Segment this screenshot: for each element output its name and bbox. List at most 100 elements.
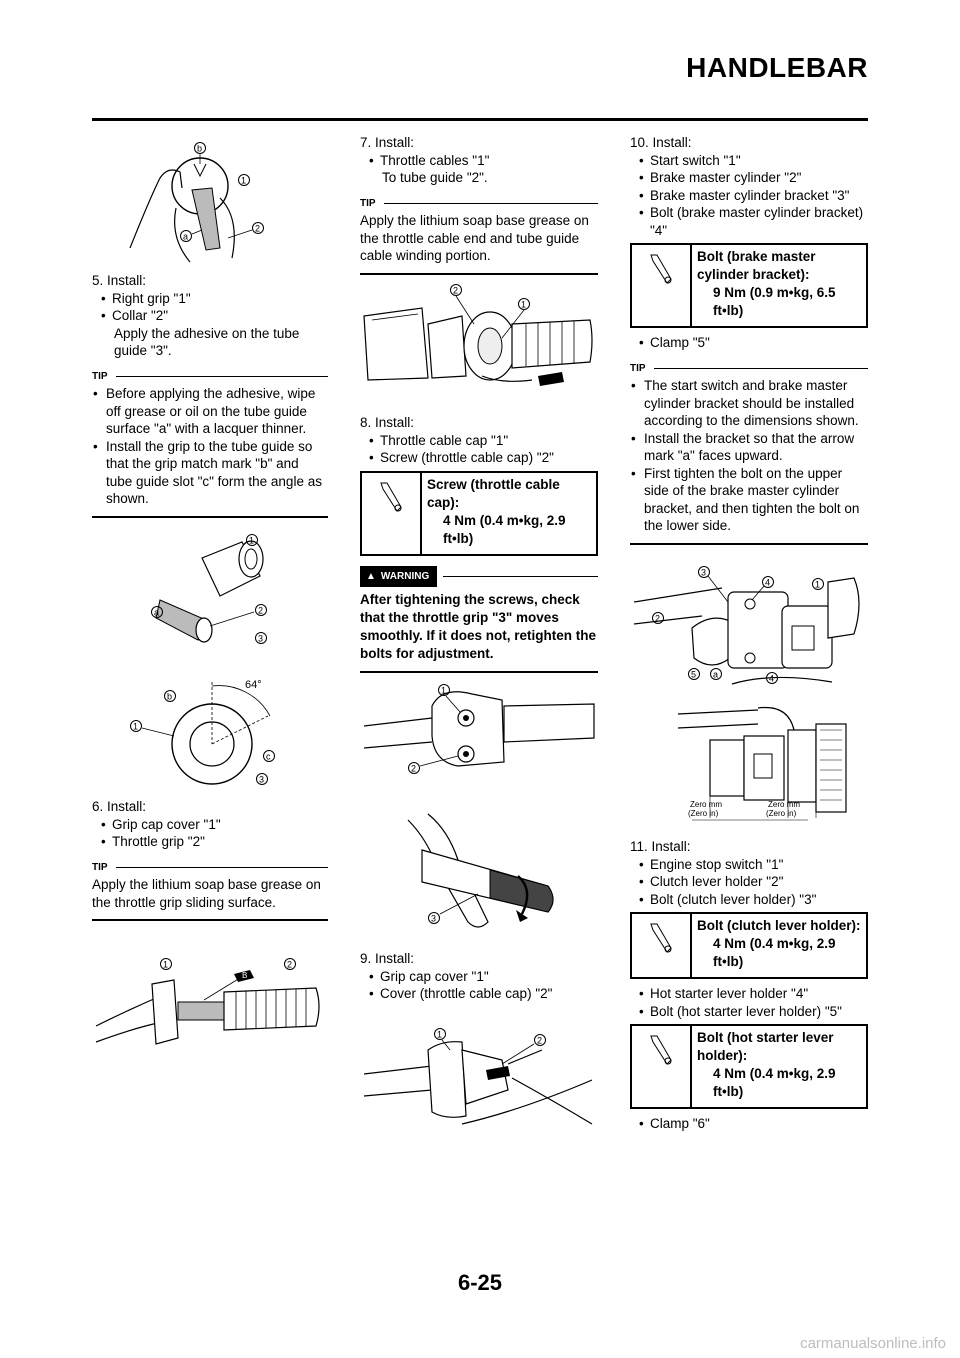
zero-label-left: Zero mm bbox=[690, 800, 722, 809]
spec-value: 4 Nm (0.4 m•kg, 2.9 ft•lb) bbox=[443, 512, 566, 546]
torque-spec: Bolt (brake master cylinder bracket): 9 … bbox=[630, 243, 868, 328]
figure-brake-master-cylinder: 3 4 1 2 5 a 4 bbox=[633, 566, 860, 685]
svg-text:2: 2 bbox=[655, 614, 660, 624]
step-7-item: Throttle cables "1" bbox=[360, 152, 598, 170]
tip-text: Apply the lithium soap base grease on th… bbox=[92, 877, 321, 910]
step-5-item: Right grip "1" bbox=[92, 290, 328, 308]
svg-text:2: 2 bbox=[411, 764, 416, 774]
step-10-item: Start switch "1" bbox=[630, 152, 868, 170]
tip-end-rule bbox=[360, 272, 598, 275]
figure-throttle-grip-rotation: 3 bbox=[407, 813, 554, 928]
header-rule bbox=[92, 118, 868, 121]
tip-item: Install the bracket so that the arrow ma… bbox=[630, 430, 868, 465]
svg-text:a: a bbox=[154, 608, 159, 618]
step-8-item: Throttle cable cap "1" bbox=[360, 432, 598, 450]
warning-icon: ▲ bbox=[366, 570, 376, 582]
svg-text:1: 1 bbox=[815, 580, 820, 590]
tip-end-rule bbox=[92, 515, 328, 518]
step-11: 11. Install: bbox=[630, 839, 691, 854]
torque-spec: Screw (throttle cable cap): 4 Nm (0.4 m•… bbox=[360, 470, 598, 556]
step-9-item: Grip cap cover "1" bbox=[360, 968, 598, 986]
svg-text:2: 2 bbox=[287, 960, 292, 970]
step-11-item: Clamp "6" bbox=[630, 1115, 868, 1133]
spec-name: Screw (throttle cable cap): bbox=[427, 476, 560, 510]
tip-heading: TIP bbox=[630, 360, 868, 378]
svg-text:1: 1 bbox=[521, 300, 526, 310]
figure-grip-end-view: b 1 2 a bbox=[129, 142, 264, 263]
step-7-note: To tube guide "2". bbox=[382, 170, 488, 185]
step-5: 5. Install: bbox=[92, 273, 147, 288]
torque-wrench-icon bbox=[362, 472, 422, 554]
step-8: 8. Install: bbox=[360, 415, 415, 430]
figure-throttle-cap-screws: 1 2 bbox=[363, 684, 595, 774]
torque-spec: Bolt (clutch lever holder): 4 Nm (0.4 m•… bbox=[630, 912, 868, 979]
page-title: HANDLEBAR bbox=[686, 52, 868, 83]
column-2-lower: 9. Install: Grip cap cover "1" Cover (th… bbox=[360, 950, 598, 1003]
column-2: 7. Install: Throttle cables "1" To tube … bbox=[360, 134, 598, 275]
warning-heading: ▲WARNING bbox=[360, 565, 598, 587]
svg-text:2: 2 bbox=[537, 1036, 542, 1046]
svg-text:a: a bbox=[713, 670, 718, 680]
step-11-item: Engine stop switch "1" bbox=[630, 856, 868, 874]
svg-text:1: 1 bbox=[133, 722, 138, 732]
svg-text:1: 1 bbox=[437, 1030, 442, 1040]
column-2-middle: 8. Install: Throttle cable cap "1" Screw… bbox=[360, 414, 598, 673]
step-10-item: Brake master cylinder bracket "3" bbox=[630, 187, 868, 205]
tip-item: First tighten the bolt on the upper side… bbox=[630, 465, 868, 535]
figure-grip-and-collar: 1 2 3 a bbox=[151, 534, 267, 644]
step-8-item: Screw (throttle cable cap) "2" bbox=[360, 449, 598, 467]
column-1-lower: 6. Install: Grip cap cover "1" Throttle … bbox=[92, 798, 328, 921]
spec-value: 9 Nm (0.9 m•kg, 6.5 ft•lb) bbox=[713, 285, 836, 318]
svg-text:2: 2 bbox=[258, 606, 263, 616]
torque-wrench-icon bbox=[632, 245, 692, 326]
tip-text: Apply the lithium soap base grease on th… bbox=[360, 213, 589, 263]
figure-bracket-dimensions: Zero mm (Zero in) Zero mm (Zero in) bbox=[677, 706, 847, 821]
step-6-item: Grip cap cover "1" bbox=[92, 816, 328, 834]
column-1: 5. Install: Right grip "1" Collar "2" Ap… bbox=[92, 272, 328, 518]
svg-text:3: 3 bbox=[701, 568, 706, 578]
svg-text:1: 1 bbox=[441, 686, 446, 696]
grease-mark: B bbox=[242, 971, 247, 980]
svg-text:3: 3 bbox=[258, 634, 263, 644]
spec-value: 4 Nm (0.4 m•kg, 2.9 ft•lb) bbox=[713, 936, 836, 969]
step-10-item: Brake master cylinder "2" bbox=[630, 169, 868, 187]
svg-text:4: 4 bbox=[769, 674, 774, 684]
warning-text: After tightening the screws, check that … bbox=[360, 592, 596, 661]
tip-heading: TIP bbox=[92, 859, 328, 877]
spec-name: Bolt (hot starter lever holder): bbox=[697, 1030, 834, 1063]
svg-text:5: 5 bbox=[691, 670, 696, 680]
svg-text:3: 3 bbox=[259, 775, 264, 785]
svg-text:3: 3 bbox=[431, 914, 436, 924]
step-7: 7. Install: bbox=[360, 135, 415, 150]
torque-spec: Bolt (hot starter lever holder): 4 Nm (0… bbox=[630, 1024, 868, 1109]
watermark: carmanualsonline.info bbox=[800, 1335, 946, 1352]
step-6: 6. Install: bbox=[92, 799, 147, 814]
svg-text:2: 2 bbox=[255, 224, 260, 234]
zero-label-left-in: (Zero in) bbox=[688, 809, 719, 818]
torque-wrench-icon bbox=[632, 914, 692, 977]
step-10-item: Clamp "5" bbox=[630, 334, 868, 352]
figure-throttle-cable-cover: 1 2 bbox=[363, 1028, 593, 1125]
zero-label-right: Zero mm bbox=[768, 800, 800, 809]
spec-value: 4 Nm (0.4 m•kg, 2.9 ft•lb) bbox=[713, 1066, 836, 1099]
step-6-item: Throttle grip "2" bbox=[92, 833, 328, 851]
tip-item: Before applying the adhesive, wipe off g… bbox=[92, 385, 328, 438]
step-5-item: Collar "2" bbox=[92, 307, 328, 325]
step-5-note: Apply the adhesive on the tube guide "3"… bbox=[114, 325, 300, 359]
svg-text:b: b bbox=[167, 692, 172, 702]
tip-heading: TIP bbox=[92, 368, 328, 386]
svg-text:1: 1 bbox=[249, 536, 254, 546]
tip-end-rule bbox=[630, 542, 868, 545]
step-11-item: Bolt (hot starter lever holder) "5" bbox=[630, 1003, 868, 1021]
tip-end-rule bbox=[92, 919, 328, 921]
figure-throttle-cables: 2 1 bbox=[363, 284, 593, 386]
spec-name: Bolt (brake master cylinder bracket): bbox=[697, 249, 816, 282]
warning-end-rule bbox=[360, 671, 598, 673]
step-9: 9. Install: bbox=[360, 951, 415, 966]
step-11-item: Hot starter lever holder "4" bbox=[630, 985, 868, 1003]
step-11-item: Clutch lever holder "2" bbox=[630, 873, 868, 891]
page-number: 6-25 bbox=[457, 1270, 503, 1295]
angle-label: 64° bbox=[245, 679, 262, 691]
figure-grip-angle: 64° b 1 c 3 bbox=[130, 679, 275, 785]
svg-text:4: 4 bbox=[765, 578, 770, 588]
